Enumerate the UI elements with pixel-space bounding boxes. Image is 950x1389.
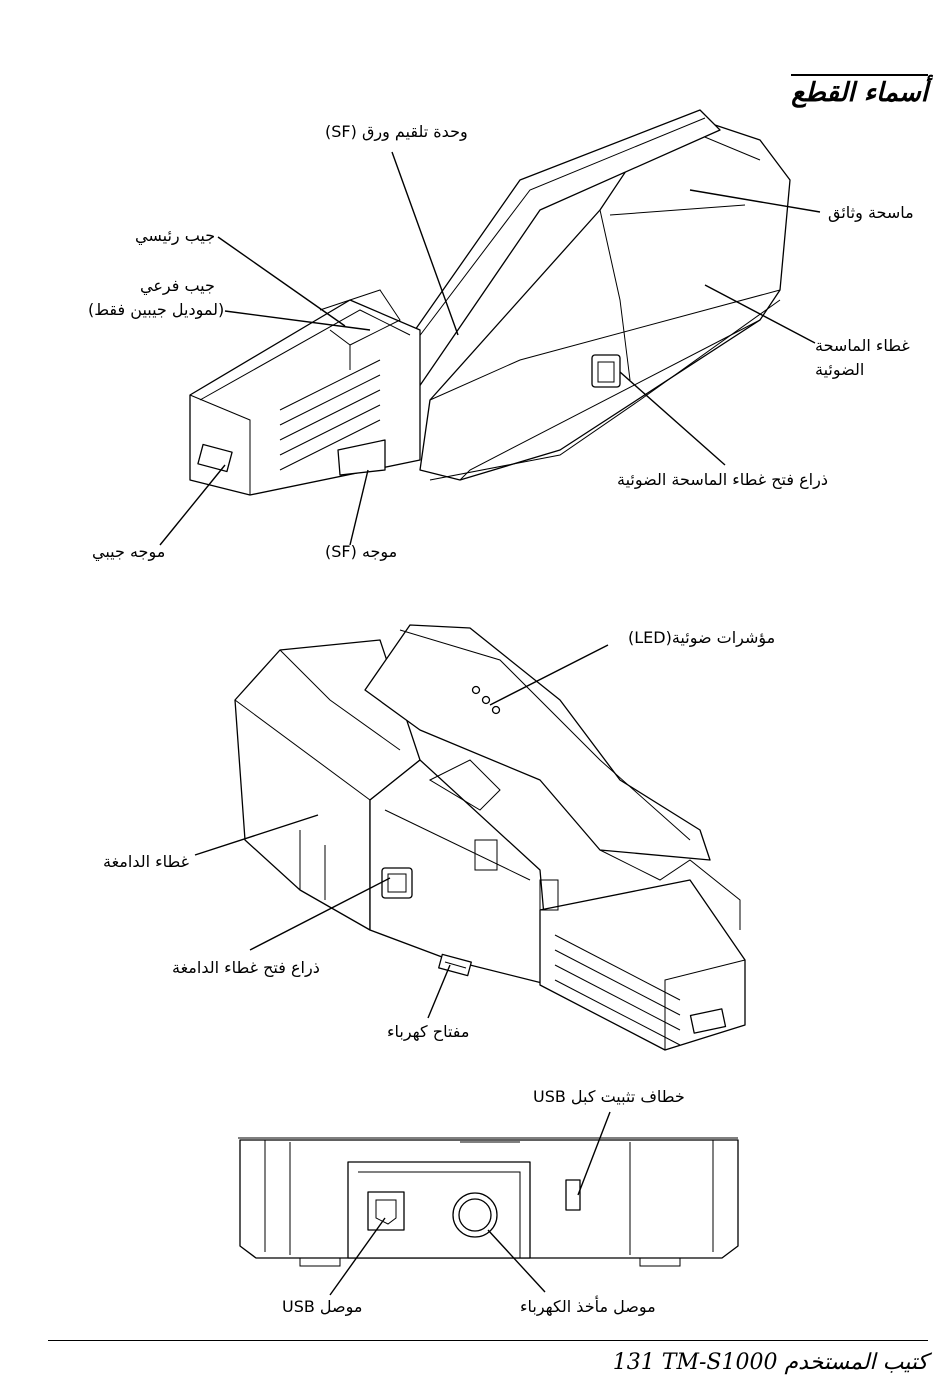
label-stamp-cover: غطاء الدامغة [103,852,190,871]
label-main-pocket: جيب رئيسي [135,226,216,245]
label-scanner-cover-open-lever: ذراع فتح غطاء الماسحة الضوئية [617,470,828,489]
label-sub-pocket-note: (لموديل جيبين فقط) [88,300,225,319]
label-power-connector: موصل مأخذ الكهرباء [520,1297,656,1316]
label-led-indicators: مؤشرات ضوئية(LED) [628,628,776,647]
label-stamp-cover-open-lever: ذراع فتح غطاء الدامغة [172,958,320,977]
label-scanner-cover: غطاء الماسحة [815,336,910,355]
footer-text: كتيب المستخدم TM-S1000 [661,1350,928,1375]
label-power-switch: مفتاح كهرباء [387,1022,470,1041]
label-scanner-cover-line2: الضوئية [815,360,865,379]
page-number: 131 [612,1350,655,1375]
footer-divider [48,1340,928,1341]
leader-lines [159,151,821,1296]
label-sf-franking-unit: وحدة تلقيم ورق (SF) [325,122,468,141]
figure3-drawing [238,1137,739,1267]
page-title: أسماء القطع [791,74,928,108]
label-pocket-guide: موجه جيبي [92,542,166,561]
label-usb-cable-hook: خطاف تثبيت كبل USB [533,1087,685,1106]
page-footer: كتيب المستخدم TM-S1000 131 [613,1350,928,1375]
figure2-drawing [234,624,746,1051]
label-sub-pocket: جيب فرعي [140,276,215,295]
label-usb-connector: موصل USB [282,1297,363,1316]
label-sf-guide: موجه (SF) [325,542,398,561]
label-document-scanner: ماسحة وثائق [828,203,914,222]
figure1-drawing [189,109,791,496]
